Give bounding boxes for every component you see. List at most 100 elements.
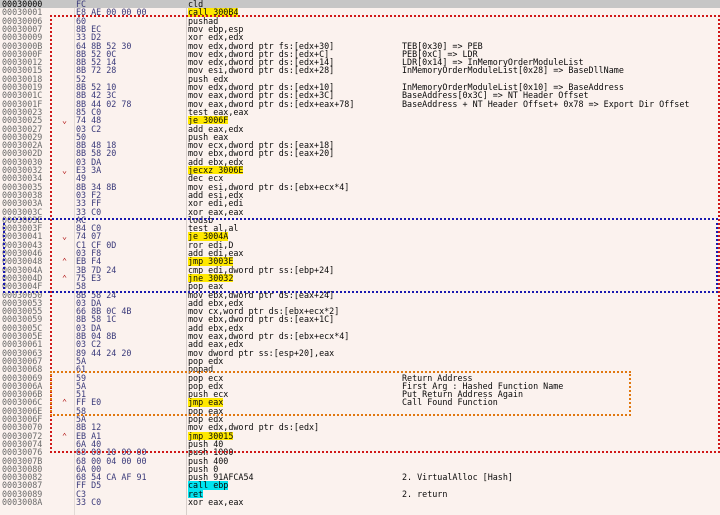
instruction-cell: mov eax,dword ptr ds:[edx+eax+78] [188, 98, 355, 109]
instruction-cell: mov ebp,esp [188, 23, 244, 34]
opcode-bytes-cell: 58 [76, 281, 87, 292]
instruction-cell[interactable]: ret [188, 488, 204, 499]
opcode-bytes-cell: 03 F2 [76, 189, 102, 200]
address-cell: 00030041 [2, 231, 43, 242]
opcode-bytes-cell: 8B 72 28 [76, 65, 117, 76]
address-cell: 00030038 [2, 189, 43, 200]
instruction-cell[interactable]: jmp 30015 [188, 430, 234, 441]
address-cell: 0003006F [2, 414, 43, 424]
instruction-cell[interactable]: jne 30032 [188, 272, 234, 283]
instruction-cell: test al,al [188, 223, 239, 234]
opcode-bytes-cell: FC [76, 0, 87, 9]
instruction-cell: pop ecx [188, 372, 224, 383]
address-cell: 00030015 [2, 65, 43, 76]
instruction-cell: pop edx [188, 414, 224, 424]
address-cell: 00030072 [2, 430, 43, 441]
address-cell: 00030082 [2, 472, 43, 483]
instruction-cell: mov ecx,dword ptr ds:[eax+18] [188, 140, 335, 151]
opcode-bytes-cell: 8B 58 1C [76, 314, 117, 325]
comment-cell: TEB[0x30] => PEB [402, 40, 483, 51]
address-cell: 00030035 [2, 181, 43, 192]
opcode-bytes-cell: 8B 04 8B [76, 331, 117, 341]
instruction-cell[interactable]: je 3006F [188, 115, 229, 126]
address-cell: 00030063 [2, 347, 43, 358]
instruction-cell[interactable]: jmp 3003E [188, 256, 234, 267]
instruction-cell: mov edx,dword ptr ds:[edx+14] [188, 57, 335, 68]
instruction-cell[interactable]: je 3004A [188, 231, 229, 242]
opcode-bytes-cell: 66 8B 0C 4B [76, 306, 132, 317]
address-cell: 00030080 [2, 463, 43, 474]
instruction-cell[interactable]: call ebp [188, 480, 229, 491]
opcode-bytes-cell: EB A1 [76, 430, 102, 441]
address-cell: 00030012 [2, 57, 43, 68]
instruction-cell[interactable]: jmp eax [188, 397, 224, 408]
opcode-bytes-cell: FF D5 [76, 480, 102, 491]
address-cell: 0003007B [2, 455, 43, 466]
instruction-cell: dec ecx [188, 173, 224, 184]
instruction-cell[interactable]: jecxz 3006E [188, 165, 244, 175]
comment-cell: InMemoryOrderModuleList[0x10] => BaseAdd… [402, 82, 624, 92]
instruction-cell[interactable]: call 300B4 [188, 7, 239, 18]
